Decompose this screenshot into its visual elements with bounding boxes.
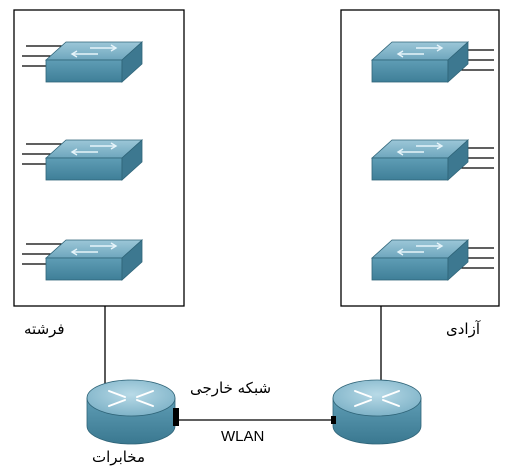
- switch-left-3-arrows-icon: [70, 242, 118, 256]
- switch-right-3-arrows-icon: [396, 242, 444, 256]
- switch-right-3-side: [447, 239, 469, 281]
- router-right-top: [332, 379, 422, 417]
- router-right: [332, 379, 422, 445]
- switch-left-2-front: [45, 157, 123, 181]
- switch-right-2-arrows-icon: [396, 142, 444, 156]
- switch-right-1-front: [371, 59, 449, 83]
- site-box-left: [13, 9, 185, 307]
- switch-left-2-arrows-icon: [70, 142, 118, 156]
- switch-left-3-front: [45, 257, 123, 281]
- switch-left-1: [22, 41, 144, 83]
- router-right-arrows-icon: [354, 390, 400, 407]
- switch-right-3: [370, 239, 494, 281]
- switch-right-1: [370, 41, 494, 83]
- switch-left-2-side: [121, 139, 143, 181]
- router-right-port: [331, 416, 336, 424]
- site-label-left: فرشته: [24, 320, 65, 338]
- switch-right-2-side: [447, 139, 469, 181]
- switch-left-2: [22, 139, 144, 181]
- switch-right-2-front: [371, 157, 449, 181]
- switch-left-1-arrows-icon: [70, 44, 118, 58]
- link-label-bottom: WLAN: [221, 428, 265, 445]
- switch-left-3-side: [121, 239, 143, 281]
- router-left-top: [86, 379, 176, 417]
- switch-right-2: [370, 139, 494, 181]
- switch-left-3: [22, 239, 144, 281]
- switch-right-3-front: [371, 257, 449, 281]
- router-left-port: [173, 408, 179, 426]
- router-label-left: مخابرات: [92, 448, 146, 466]
- switch-right-1-arrows-icon: [396, 44, 444, 58]
- router-left-arrows-icon: [108, 390, 154, 407]
- router-left: [86, 379, 176, 445]
- switch-left-1-side: [121, 41, 143, 83]
- site-box-right: [340, 9, 500, 307]
- link-label-top: شبکه خارجی: [190, 379, 272, 397]
- switch-left-1-front: [45, 59, 123, 83]
- switch-right-1-side: [447, 41, 469, 83]
- site-label-right: آزادی: [446, 320, 480, 338]
